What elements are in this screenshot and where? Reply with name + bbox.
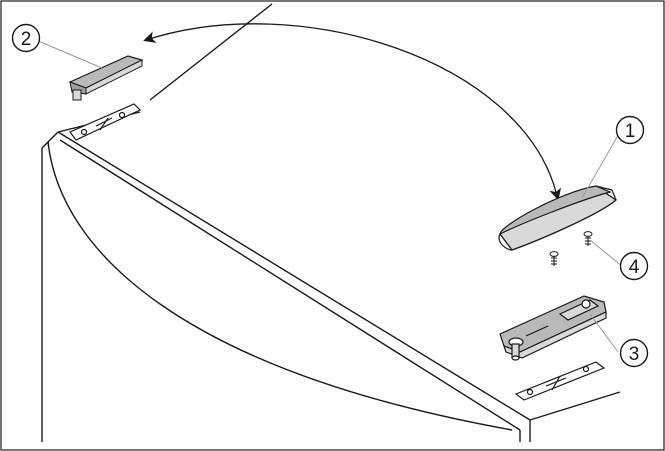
callout-2-label: 2 [21, 29, 32, 50]
leader-line-1 [581, 131, 621, 199]
door-swing-curve [47, 141, 513, 431]
cabinet-top-front-edge [57, 131, 531, 421]
transfer-arrow [143, 23, 561, 201]
hinge-cover-small [68, 55, 144, 101]
leader-line-2 [35, 39, 103, 69]
hinge-bracket [499, 295, 607, 361]
hinge-plate-right [514, 361, 606, 401]
callout-3-label: 3 [629, 344, 640, 365]
cabinet-left-corner [41, 131, 59, 149]
screw-left [549, 251, 559, 266]
callout-3: 3 [619, 338, 649, 368]
screw-right [583, 231, 593, 246]
callout-2: 2 [11, 23, 41, 53]
callout-4: 4 [619, 251, 649, 281]
leader-line-3 [589, 313, 619, 353]
cabinet-top-right-edge [529, 391, 621, 421]
cabinet-top-front-edge-inner [59, 139, 521, 431]
hinge-plate-left [69, 103, 142, 141]
callout-4-label: 4 [629, 257, 640, 278]
leader-line-4 [589, 239, 623, 267]
callout-1: 1 [615, 115, 645, 145]
leader-lines [35, 39, 623, 353]
callout-1-label: 1 [625, 121, 636, 142]
